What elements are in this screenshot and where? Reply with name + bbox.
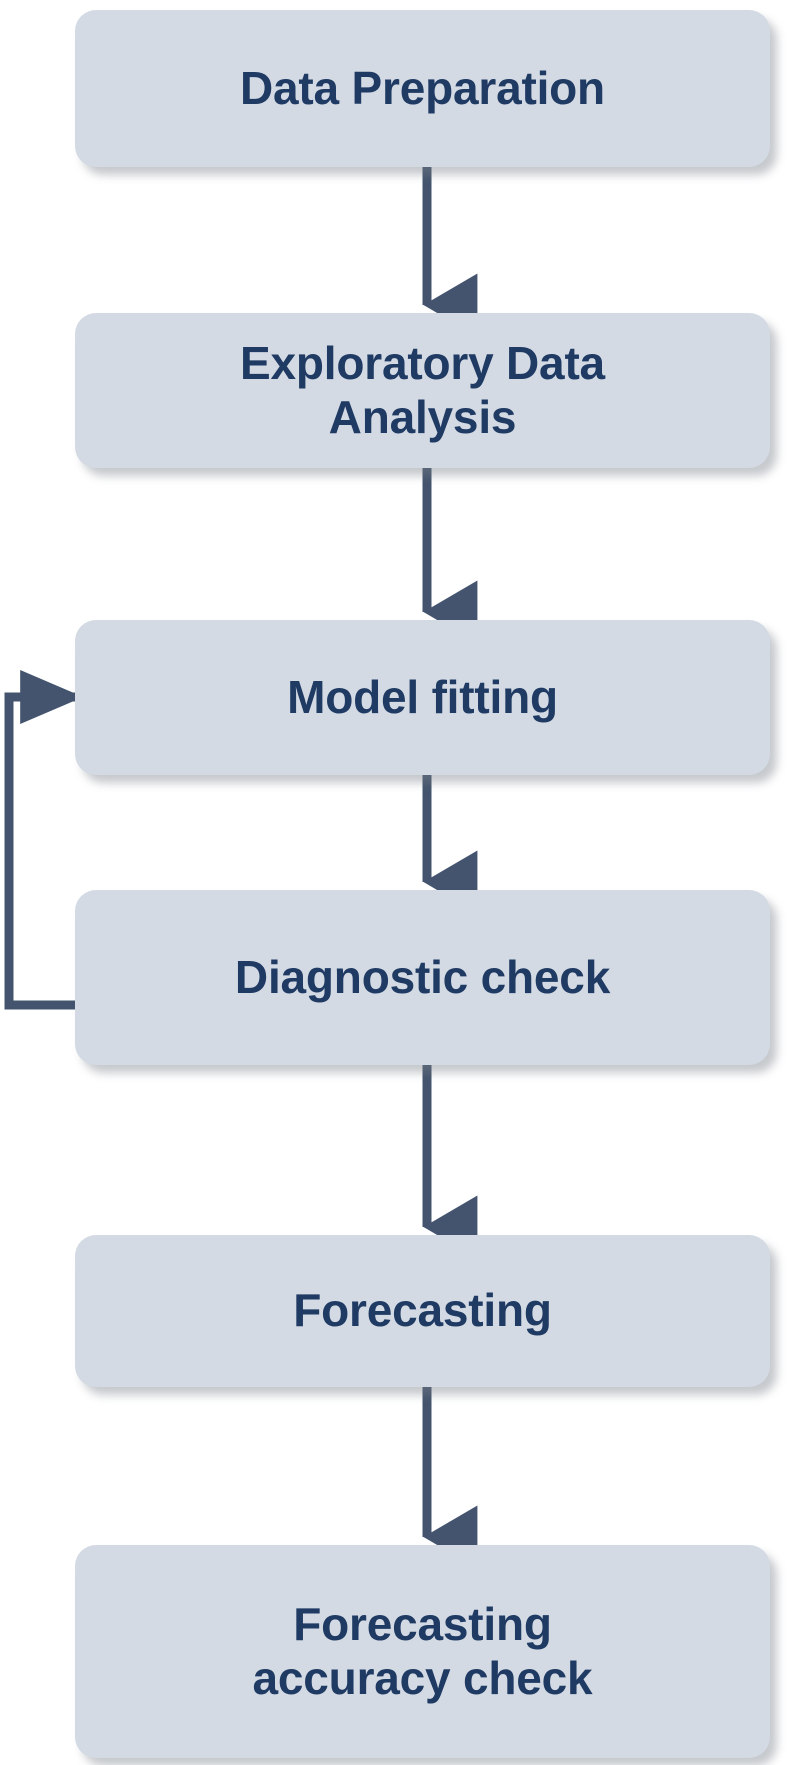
flow-node-label: Forecasting <box>293 1284 552 1337</box>
flow-node-exploratory-data-analysis[interactable]: Exploratory Data Analysis <box>75 313 770 468</box>
flow-node-label: Diagnostic check <box>234 950 611 1003</box>
flow-node-label: Model fitting <box>287 670 558 723</box>
flow-node-diagnostic-check[interactable]: Diagnostic check <box>75 890 770 1065</box>
flow-node-forecasting[interactable]: Forecasting <box>75 1235 770 1387</box>
flow-node-label: Data Preparation <box>240 61 605 114</box>
edge-diagnostic-check-to-model-fitting-feedback <box>4 670 84 1010</box>
flow-node-forecasting-accuracy-check[interactable]: Forecasting accuracy check <box>75 1545 770 1758</box>
flow-node-data-preparation[interactable]: Data Preparation <box>75 10 770 167</box>
flow-node-label: Forecasting accuracy check <box>252 1597 593 1704</box>
flow-node-model-fitting[interactable]: Model fitting <box>75 620 770 775</box>
flow-node-label: Exploratory Data Analysis <box>240 336 605 443</box>
